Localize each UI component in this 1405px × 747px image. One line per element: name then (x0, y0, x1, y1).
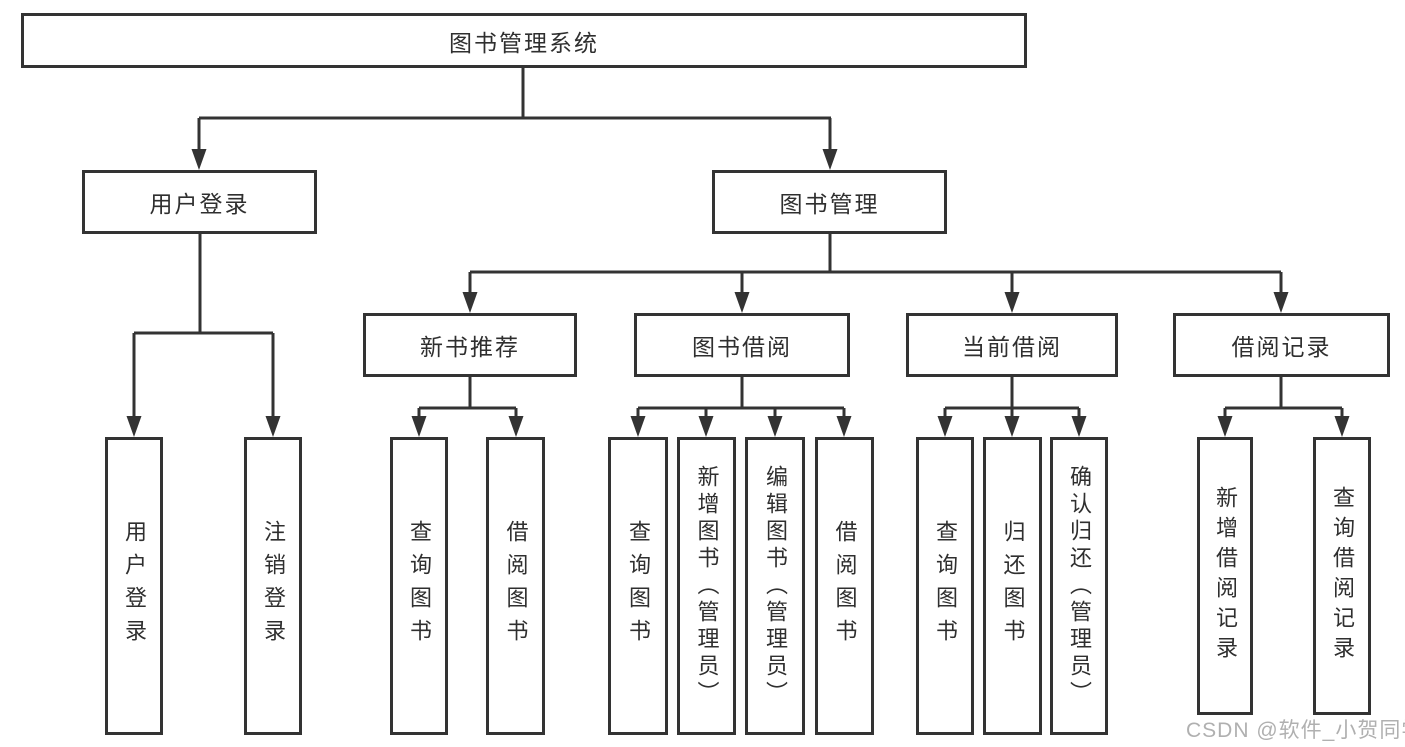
leaf-logout: 注销登录 (244, 437, 302, 735)
leaf-newbook-borrow: 借阅图书 (486, 437, 545, 735)
node-borrow-record: 借阅记录 (1173, 313, 1390, 377)
leaf-record-add-label: 新增借阅记录 (1213, 486, 1238, 666)
leaf-newbook-query-label: 查询图书 (407, 520, 432, 652)
leaf-borrow-book-label: 借阅图书 (832, 520, 858, 652)
leaf-return-book-label: 归还图书 (1000, 520, 1026, 652)
node-current-borrow: 当前借阅 (906, 313, 1118, 377)
leaf-borrow-add-admin-label: 新增图书（管理员） (694, 464, 720, 708)
leaf-user-login-label: 用户登录 (122, 520, 147, 652)
leaf-newbook-borrow-label: 借阅图书 (503, 520, 529, 652)
leaf-borrow-edit-admin-label: 编辑图书（管理员） (763, 464, 788, 708)
node-user-login-label: 用户登录 (149, 191, 250, 217)
node-current-borrow-label: 当前借阅 (962, 334, 1062, 360)
node-book-management-label: 图书管理 (779, 191, 880, 217)
csdn-watermark: CSDN @软件_小贺同学 (1186, 719, 1405, 742)
leaf-borrow-book: 借阅图书 (815, 437, 874, 735)
leaf-current-query-label: 查询图书 (933, 520, 958, 652)
leaf-borrow-edit-admin: 编辑图书（管理员） (745, 437, 805, 735)
node-user-login: 用户登录 (82, 170, 317, 234)
branch-root-to-level2 (191, 68, 838, 170)
leaf-record-add: 新增借阅记录 (1197, 437, 1253, 715)
node-root-label: 图书管理系统 (449, 29, 599, 56)
leaf-return-book: 归还图书 (983, 437, 1042, 735)
branch-current-borrow-to-leaves (937, 377, 1087, 437)
leaf-confirm-return-admin: 确认归还（管理员） (1050, 437, 1108, 735)
branch-new-book-to-leaves (411, 377, 524, 437)
branch-book-borrow-to-leaves (630, 377, 852, 437)
node-borrow-record-label: 借阅记录 (1231, 334, 1332, 360)
branch-book-management-to-level3 (462, 233, 1289, 313)
node-book-borrow: 图书借阅 (634, 313, 850, 377)
branch-borrow-record-to-leaves (1217, 377, 1350, 437)
leaf-newbook-query: 查询图书 (390, 437, 448, 735)
leaf-borrow-add-admin: 新增图书（管理员） (677, 437, 736, 735)
leaf-current-query: 查询图书 (916, 437, 974, 735)
leaf-user-login: 用户登录 (105, 437, 163, 735)
leaf-borrow-query: 查询图书 (608, 437, 668, 735)
leaf-confirm-return-admin-label: 确认归还（管理员） (1067, 464, 1092, 708)
node-book-borrow-label: 图书借阅 (692, 334, 792, 360)
leaf-record-query: 查询借阅记录 (1313, 437, 1371, 715)
leaf-record-query-label: 查询借阅记录 (1330, 486, 1355, 666)
node-new-book-recommend: 新书推荐 (363, 313, 577, 377)
node-book-management: 图书管理 (712, 170, 947, 234)
branch-user-login-to-leaves (126, 234, 281, 437)
node-root-system: 图书管理系统 (21, 13, 1027, 68)
leaf-logout-label: 注销登录 (261, 520, 286, 652)
node-new-book-recommend-label: 新书推荐 (420, 334, 520, 360)
leaf-borrow-query-label: 查询图书 (626, 520, 651, 652)
